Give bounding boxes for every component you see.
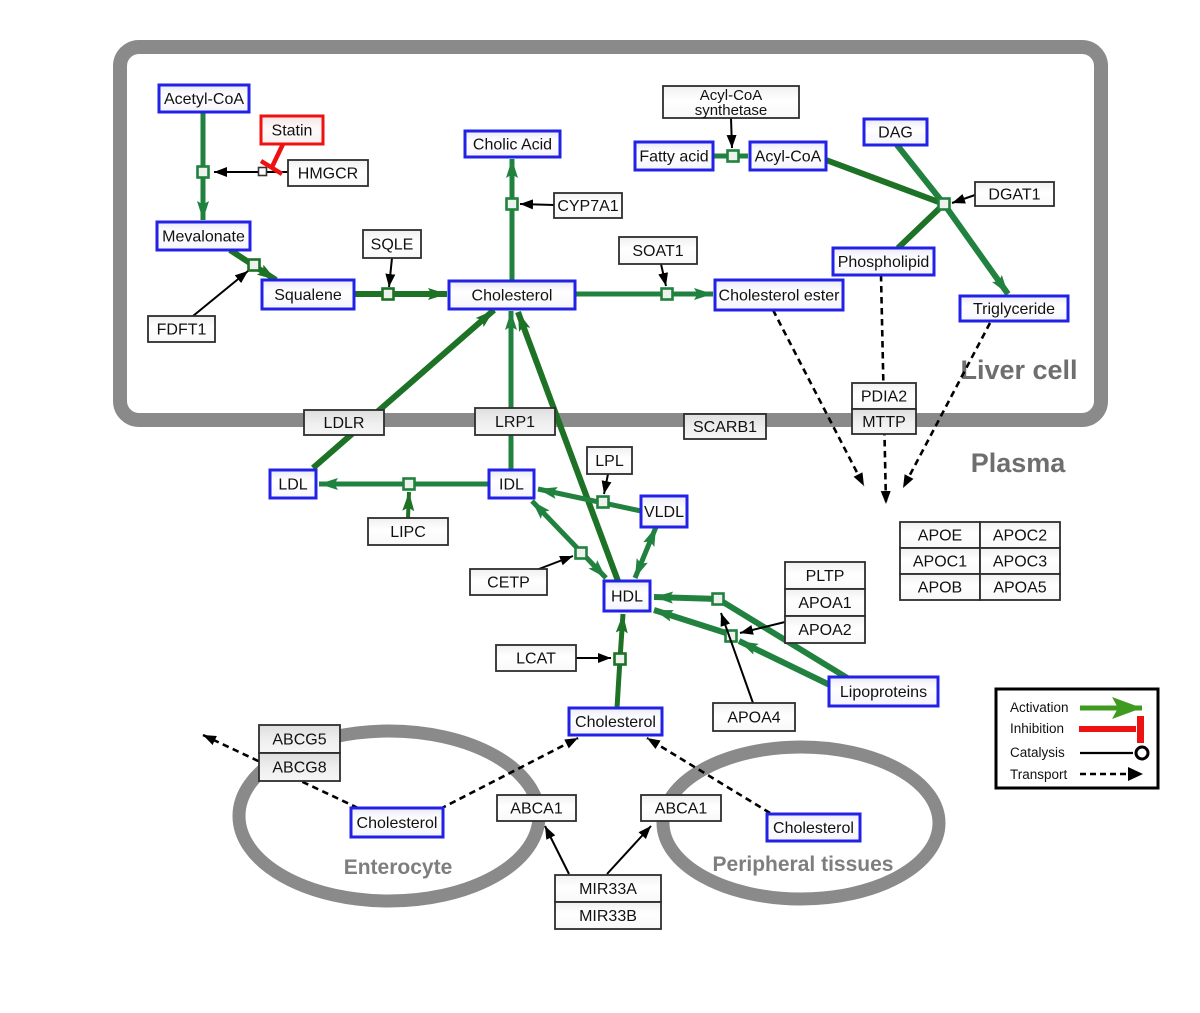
svg-text:Mevalonate: Mevalonate <box>162 229 245 246</box>
svg-text:DGAT1: DGAT1 <box>988 187 1040 204</box>
svg-text:APOA1: APOA1 <box>798 595 851 612</box>
svg-text:LCAT: LCAT <box>516 651 556 668</box>
svg-text:VLDL: VLDL <box>644 504 684 521</box>
svg-text:synthetase: synthetase <box>695 102 768 119</box>
svg-text:Cholesterol: Cholesterol <box>357 815 438 832</box>
svg-text:DAG: DAG <box>878 125 913 142</box>
svg-text:APOC2: APOC2 <box>993 528 1047 545</box>
svg-text:APOC3: APOC3 <box>993 554 1047 571</box>
svg-text:ABCG5: ABCG5 <box>272 732 326 749</box>
svg-text:CYP7A1: CYP7A1 <box>557 198 618 215</box>
svg-text:LPL: LPL <box>595 453 624 470</box>
svg-text:HDL: HDL <box>611 589 643 606</box>
svg-text:CETP: CETP <box>487 575 530 592</box>
svg-text:PLTP: PLTP <box>806 568 845 585</box>
svg-text:ABCG8: ABCG8 <box>272 760 326 777</box>
svg-text:Cholesterol: Cholesterol <box>575 714 656 731</box>
svg-text:APOC1: APOC1 <box>913 554 967 571</box>
svg-text:APOE: APOE <box>918 528 962 545</box>
svg-text:Liver cell: Liver cell <box>960 355 1077 385</box>
svg-text:LIPC: LIPC <box>390 524 426 541</box>
svg-text:Cholic Acid: Cholic Acid <box>473 137 552 154</box>
svg-text:PDIA2: PDIA2 <box>861 389 907 406</box>
svg-text:ABCA1: ABCA1 <box>655 801 708 818</box>
svg-text:Cholesterol: Cholesterol <box>472 288 553 305</box>
svg-text:APOA5: APOA5 <box>993 580 1046 597</box>
svg-text:Cholesterol ester: Cholesterol ester <box>719 288 841 305</box>
svg-text:MIR33B: MIR33B <box>579 908 637 925</box>
svg-text:Catalysis: Catalysis <box>1010 745 1065 760</box>
svg-text:LDL: LDL <box>278 477 307 494</box>
svg-text:Peripheral tissues: Peripheral tissues <box>713 853 894 876</box>
svg-text:Acetyl-CoA: Acetyl-CoA <box>164 91 244 108</box>
svg-text:Plasma: Plasma <box>971 448 1067 478</box>
svg-text:Triglyceride: Triglyceride <box>973 301 1055 318</box>
svg-text:APOA4: APOA4 <box>727 710 780 727</box>
svg-text:Squalene: Squalene <box>274 287 342 304</box>
svg-text:Cholesterol: Cholesterol <box>773 820 854 837</box>
svg-text:MTTP: MTTP <box>862 414 906 431</box>
svg-text:SCARB1: SCARB1 <box>693 419 757 436</box>
svg-text:LDLR: LDLR <box>324 415 365 432</box>
svg-text:Fatty acid: Fatty acid <box>639 149 708 166</box>
svg-text:Acyl-CoA: Acyl-CoA <box>700 87 763 104</box>
svg-text:ABCA1: ABCA1 <box>510 801 563 818</box>
svg-text:Statin: Statin <box>272 123 313 140</box>
svg-text:SOAT1: SOAT1 <box>632 243 683 260</box>
svg-text:HMGCR: HMGCR <box>298 166 358 183</box>
svg-text:Activation: Activation <box>1010 700 1069 715</box>
svg-text:IDL: IDL <box>499 477 524 494</box>
svg-text:FDFT1: FDFT1 <box>157 322 207 339</box>
svg-text:Lipoproteins: Lipoproteins <box>840 684 927 701</box>
svg-text:Acyl-CoA: Acyl-CoA <box>755 149 822 166</box>
svg-text:SQLE: SQLE <box>371 237 414 254</box>
svg-text:Transport: Transport <box>1010 767 1068 782</box>
svg-text:APOB: APOB <box>918 580 962 597</box>
svg-text:Phospholipid: Phospholipid <box>838 254 930 271</box>
svg-text:Enterocyte: Enterocyte <box>344 856 453 879</box>
svg-text:LRP1: LRP1 <box>495 414 535 431</box>
svg-text:Inhibition: Inhibition <box>1010 721 1064 736</box>
svg-text:MIR33A: MIR33A <box>579 881 637 898</box>
svg-text:APOA2: APOA2 <box>798 622 851 639</box>
